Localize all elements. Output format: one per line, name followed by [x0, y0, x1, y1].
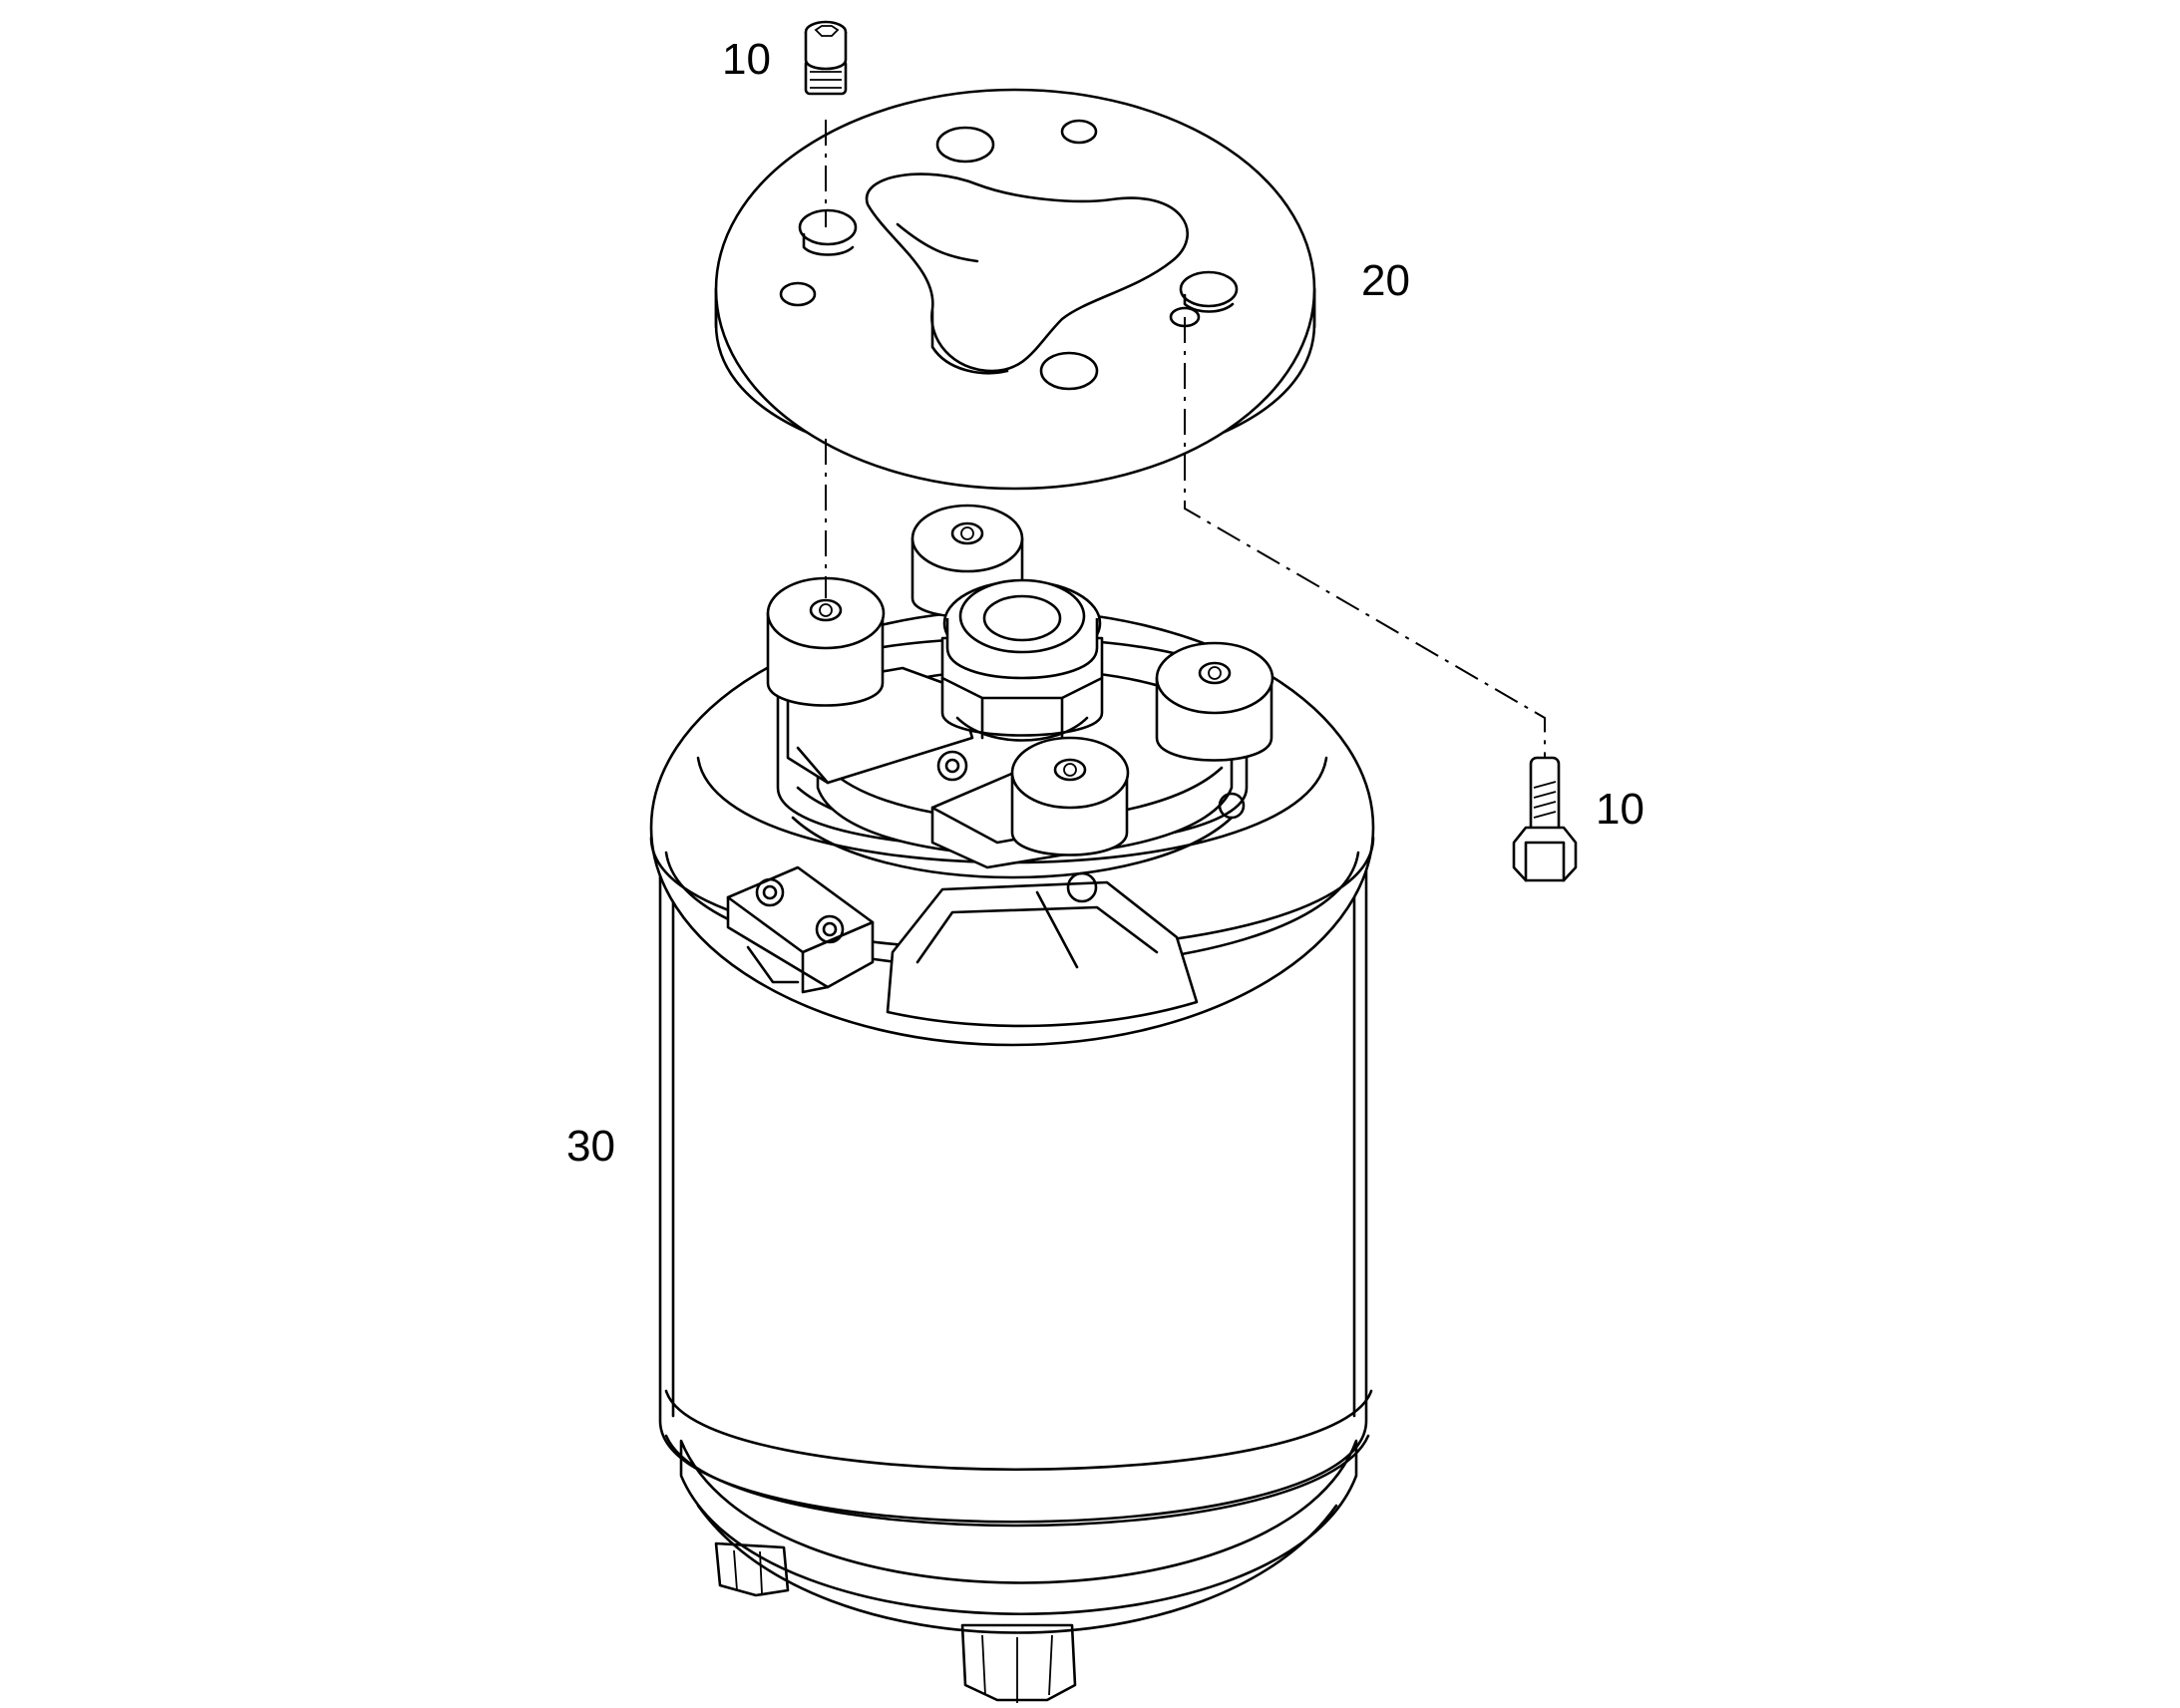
cap-screw-top — [804, 20, 848, 96]
mounting-plate — [714, 88, 1316, 491]
bottom-nut-center — [960, 1623, 1077, 1703]
callout-plate: 20 — [1361, 256, 1410, 305]
sensor-block — [726, 865, 875, 994]
bottom-nut-left — [714, 1541, 790, 1597]
rubber-foot-right — [1155, 641, 1274, 762]
rubber-foot-left — [766, 576, 886, 707]
assembly-centerlines — [825, 120, 1546, 758]
callout-screw-top: 10 — [722, 35, 771, 84]
callout-canister: 30 — [566, 1122, 615, 1171]
callout-screw-right: 10 — [1596, 785, 1644, 834]
canister-body — [649, 608, 1375, 1703]
rubber-foot-front — [1010, 736, 1130, 856]
hex-bolt-right — [1512, 756, 1578, 882]
center-shaft-nut — [940, 578, 1104, 742]
